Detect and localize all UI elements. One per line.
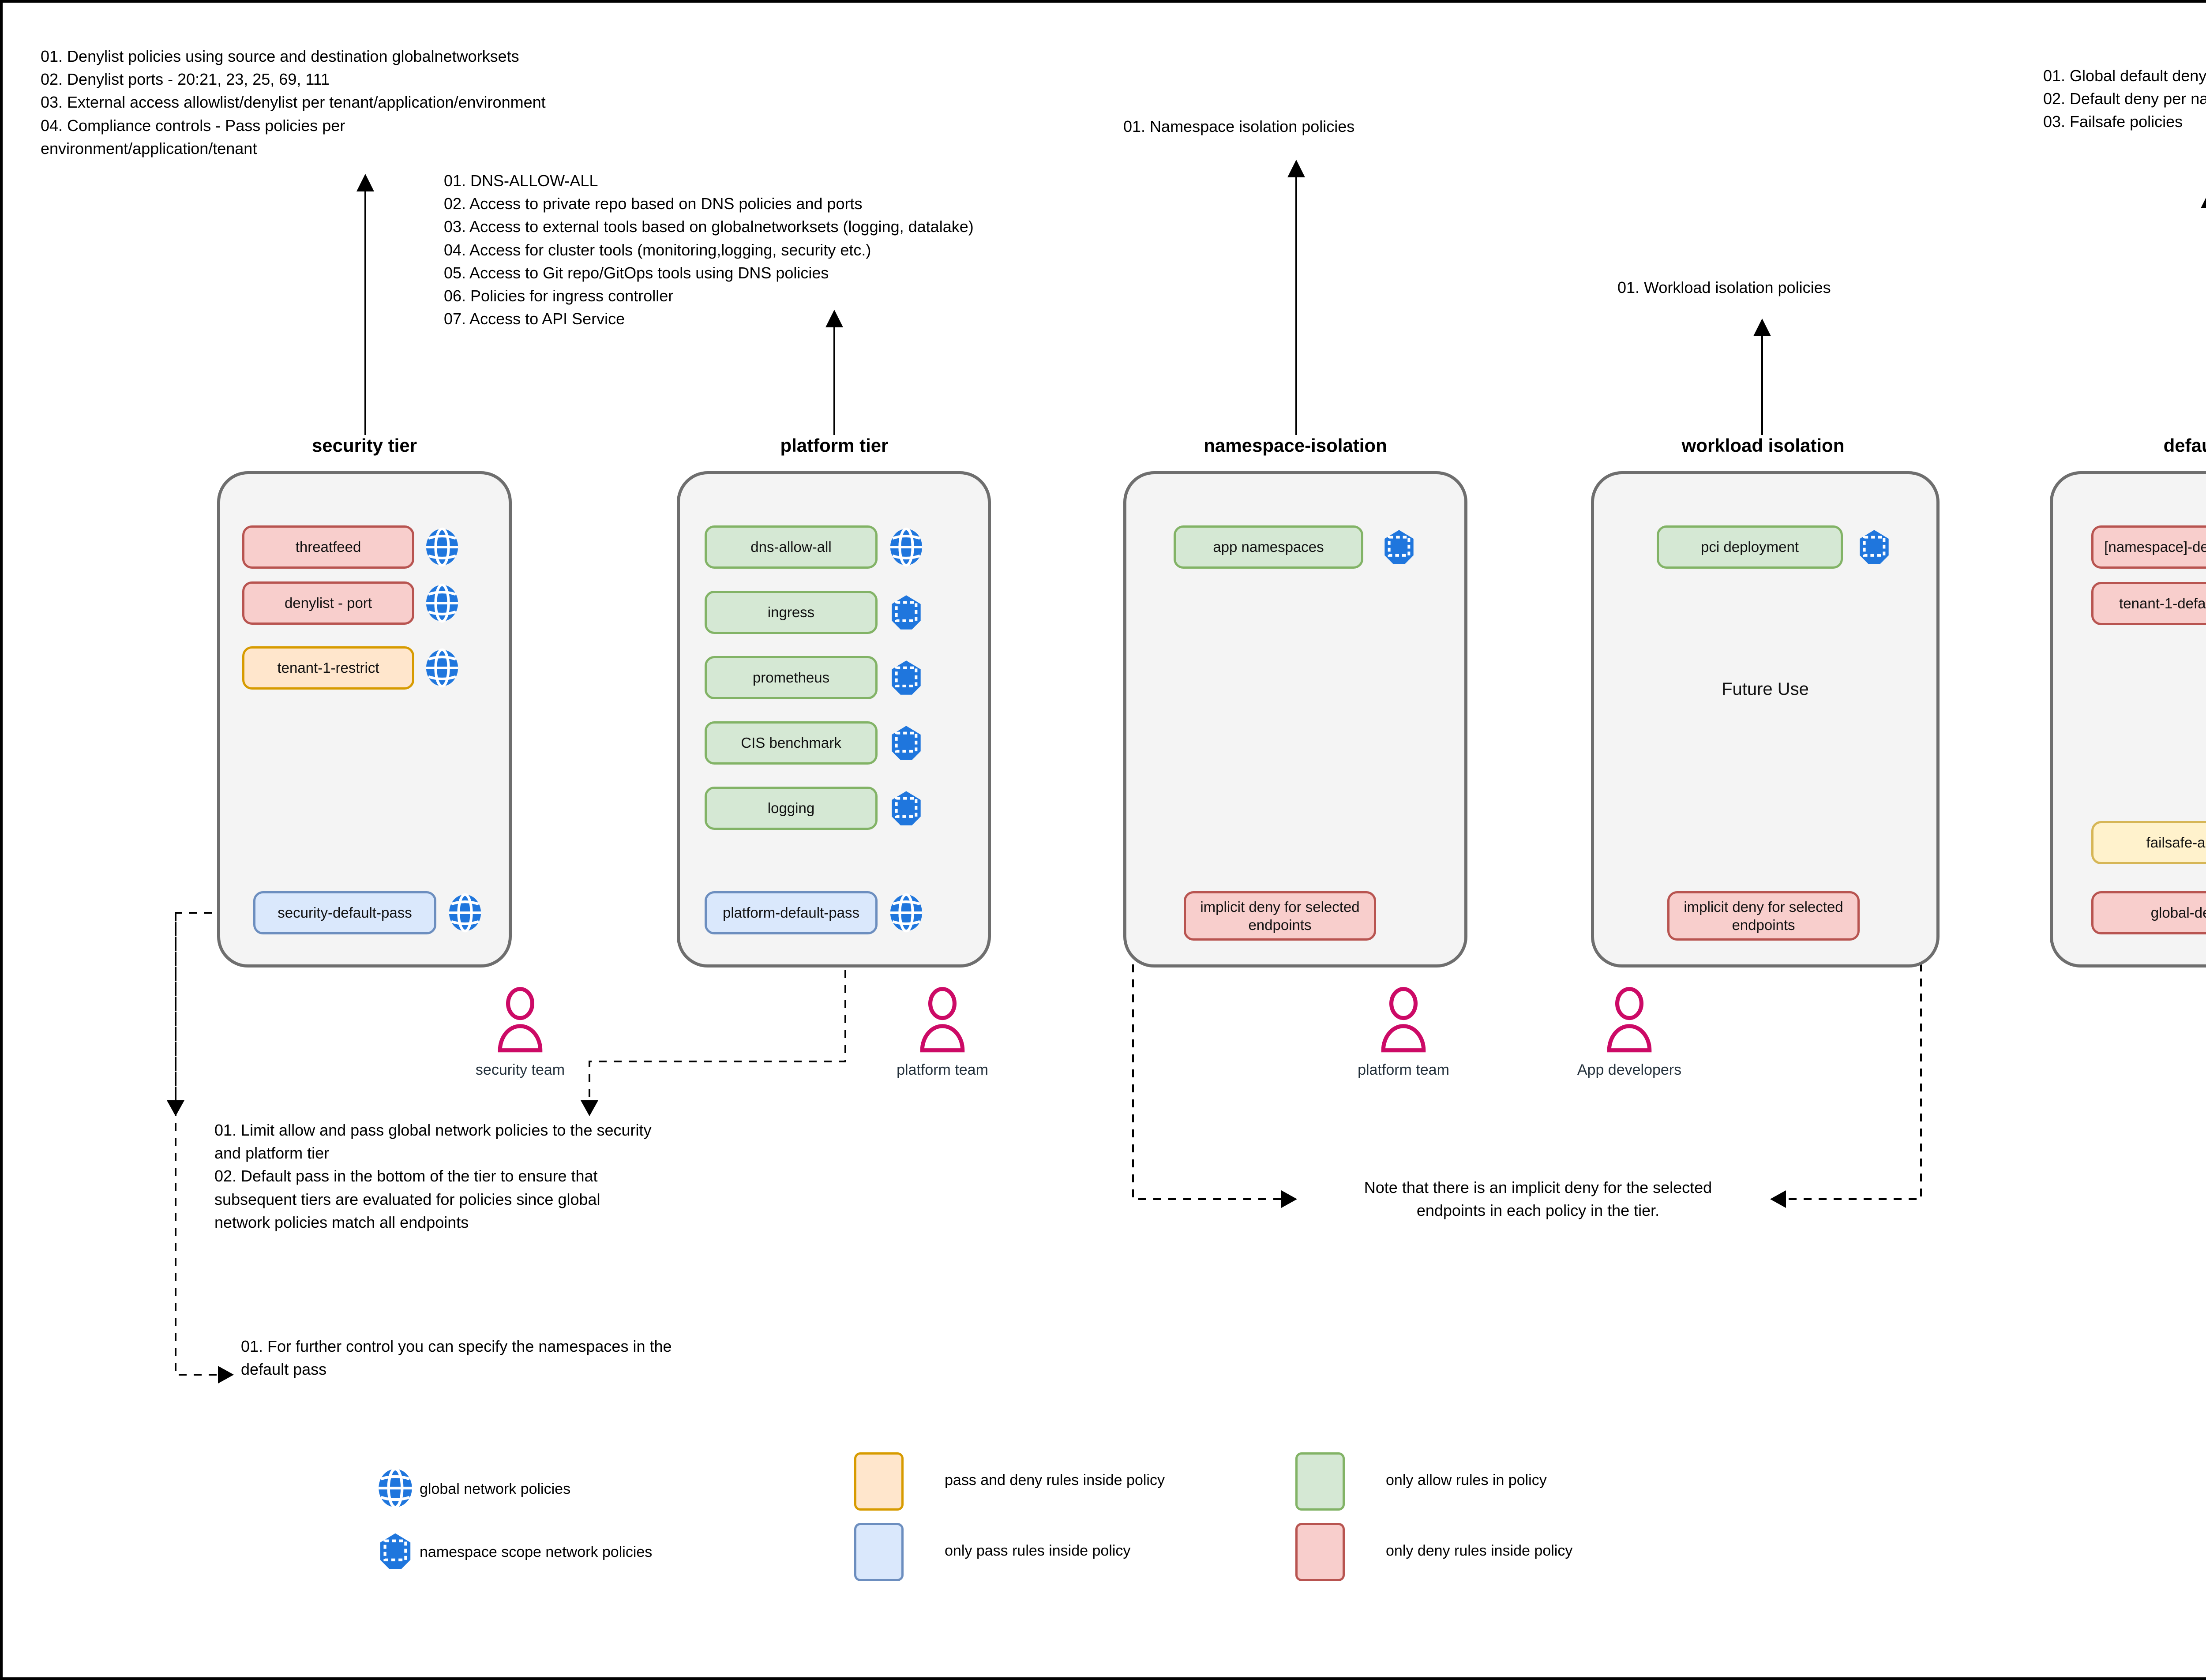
tier-card-namespace-isolation[interactable]: app namespaces implicit deny for selecte… [1123,471,1467,968]
global-network-policy-icon [890,893,923,933]
app-developers-person-icon [1607,987,1652,1053]
annotation-bottom-left: 01. Limit allow and pass global network … [214,1121,652,1231]
policy-implicit-deny-ns[interactable]: implicit deny for selected endpoints [1184,891,1376,941]
team-label-security-1: security team [475,1061,565,1078]
namespace-scope-policy-icon [1860,530,1889,564]
policy-security-default-pass[interactable]: security-default-pass [253,891,436,934]
namespace-scope-policy-icon [892,726,921,760]
policy-tenant-1-default-deny[interactable]: tenant-1-default-deny [2091,582,2206,625]
team-label-platform-2: platform team [1358,1061,1449,1078]
policy-implicit-deny-workload[interactable]: implicit deny for selected endpoints [1667,891,1860,941]
tier-title-workload-isolation: workload isolation [1681,435,1845,456]
workload-future-use-text: Future Use [1722,679,1809,699]
global-network-policy-icon [426,583,458,623]
annotation-namespace-isolation: 01. Namespace isolation policies [1123,117,1355,135]
annotation-platform-tier: 01. DNS-ALLOW-ALL 02. Access to private … [444,172,974,328]
legend-swatch-only-deny [1295,1523,1345,1581]
platform-team-person-icon [920,987,965,1053]
tier-title-security: security tier [311,435,417,456]
policy-dns-allow-all[interactable]: dns-allow-all [705,525,878,569]
annotation-bottom-left-2: 01. For further control you can specify … [241,1337,672,1379]
policy-failsafe-allow[interactable]: failsafe-allow [2091,821,2206,864]
legend-label-namespace-scope-network-policies: namespace scope network policies [420,1544,653,1560]
annotation-security-tier: 01. Denylist policies using source and d… [41,47,546,158]
policy-global-deny[interactable]: global-deny [2091,891,2206,934]
policy-platform-default-pass[interactable]: platform-default-pass [705,891,878,934]
policy-cis-benchmark[interactable]: CIS benchmark [705,721,878,765]
policy-tenant-1-restrict[interactable]: tenant-1-restrict [242,646,414,690]
annotation-workload-isolation: 01. Workload isolation policies [1617,278,1831,296]
legend-swatch-pass-and-deny [854,1452,904,1511]
namespace-scope-policy-icon [1384,530,1414,564]
namespace-scope-policy-icon [892,791,921,825]
tier-card-platform[interactable]: dns-allow-all ingress prometheus CIS ben… [677,471,991,968]
policy-denylist-port[interactable]: denylist - port [242,581,414,625]
tier-card-default[interactable]: [namespace]-default-deny tenant-1-defaul… [2050,471,2206,968]
legend-label-global-network-policies: global network policies [420,1481,571,1497]
tier-title-default: default tier [2163,435,2206,456]
policy-prometheus[interactable]: prometheus [705,656,878,699]
global-network-policy-icon [890,527,923,567]
legend-swatch-only-pass [854,1523,904,1581]
namespace-scope-policy-icon [892,595,921,630]
global-network-policy-icon [379,1467,412,1509]
policy-ingress[interactable]: ingress [705,591,878,634]
annotation-implicit-deny: Note that there is an implicit deny for … [1364,1178,1712,1220]
global-network-policy-icon [426,648,458,688]
policy-pci-deployment[interactable]: pci deployment [1657,525,1843,569]
legend-label-pass-and-deny-rules: pass and deny rules inside policy [945,1472,1165,1489]
legend-label-only-allow-rules: only allow rules in policy [1386,1472,1547,1489]
legend-label-only-pass-rules: only pass rules inside policy [945,1542,1131,1559]
tier-card-security[interactable]: threatfeed denylist - port tenant-1-rest… [217,471,512,968]
legend: global network policies namespace scope … [3,3,2206,1677]
security-team-person-icon [498,987,543,1053]
platform-team-person-icon-2 [1381,987,1426,1053]
team-label-platform-1: platform team [897,1061,988,1078]
namespace-scope-policy-icon [380,1533,411,1569]
tier-title-namespace-isolation: namespace-isolation [1204,435,1387,456]
tier-title-platform: platform tier [780,435,889,456]
tier-card-workload-isolation[interactable]: pci deployment Future Use implicit deny … [1591,471,1940,968]
legend-swatch-only-allow [1295,1452,1345,1511]
namespace-scope-policy-icon [892,660,921,695]
policy-threatfeed[interactable]: threatfeed [242,525,414,569]
global-network-policy-icon [426,527,458,567]
annotation-default-tier: 01. Global default deny 02. Default deny… [2043,67,2206,131]
policy-app-namespaces[interactable]: app namespaces [1174,525,1363,569]
team-label-app-developers: App developers [1577,1061,1682,1078]
policy-namespace-default-deny[interactable]: [namespace]-default-deny [2091,525,2206,569]
legend-label-only-deny-rules: only deny rules inside policy [1386,1542,1573,1559]
policy-logging[interactable]: logging [705,787,878,830]
global-network-policy-icon [449,893,481,933]
